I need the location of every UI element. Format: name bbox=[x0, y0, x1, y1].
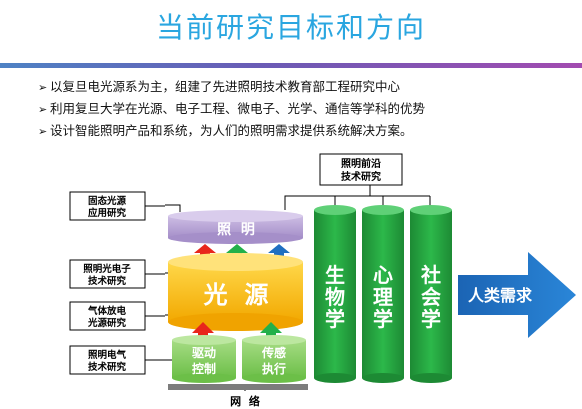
lighting-cylinder: 照 明 bbox=[168, 210, 303, 244]
frontier-research-box: 照明前沿 技术研究 bbox=[319, 153, 403, 186]
light-source-cylinder: 光 源 bbox=[168, 253, 303, 331]
svg-text:驱动: 驱动 bbox=[192, 346, 216, 360]
bullet-item: ➢利用复旦大学在光源、电子工程、微电子、光学、通信等学科的优势 bbox=[38, 98, 578, 120]
svg-text:技术研究: 技术研究 bbox=[88, 275, 127, 287]
svg-text:学: 学 bbox=[373, 307, 393, 331]
svg-text:社: 社 bbox=[420, 263, 441, 287]
network-label: 网 络 bbox=[230, 394, 260, 408]
lighting-label: 照 明 bbox=[217, 222, 255, 238]
svg-text:生: 生 bbox=[325, 263, 345, 287]
bullet-list: ➢以复旦电光源系为主，组建了先进照明技术教育部工程研究中心 ➢利用复旦大学在光源… bbox=[38, 76, 578, 142]
svg-text:会: 会 bbox=[421, 285, 441, 309]
human-needs-label: 人类需求 bbox=[468, 286, 533, 305]
right-arrow-icon bbox=[458, 252, 576, 338]
svg-text:心: 心 bbox=[373, 263, 393, 287]
page-title: 当前研究目标和方向 bbox=[155, 11, 426, 44]
left-box-gas-discharge: 气体放电 光源研究 bbox=[69, 301, 146, 331]
svg-text:理: 理 bbox=[373, 285, 393, 309]
pillar-psychology: 心 理 学 bbox=[362, 205, 404, 383]
green-up-arrow-icon bbox=[260, 322, 282, 342]
left-box-electrical: 照明电气 技术研究 bbox=[69, 345, 146, 375]
drive-control-cylinder: 驱动 控制 bbox=[172, 335, 236, 383]
svg-text:应用研究: 应用研究 bbox=[88, 207, 127, 219]
svg-text:气体放电: 气体放电 bbox=[87, 305, 127, 317]
left-box-links bbox=[145, 205, 165, 361]
svg-text:物: 物 bbox=[325, 285, 345, 309]
bullet-marker-icon: ➢ bbox=[38, 81, 48, 94]
upper-arrows bbox=[194, 244, 290, 262]
svg-text:固态光源: 固态光源 bbox=[88, 195, 127, 207]
sensing-execution-cylinder: 传感 执行 bbox=[242, 335, 306, 383]
svg-text:学: 学 bbox=[325, 307, 345, 331]
human-needs-arrow: 人类需求 bbox=[458, 252, 576, 338]
green-arrow-icon bbox=[226, 244, 248, 262]
bullet-marker-icon: ➢ bbox=[38, 103, 48, 116]
svg-text:技术研究: 技术研究 bbox=[88, 361, 127, 373]
red-arrow-icon bbox=[194, 244, 216, 262]
frontier-label-2: 技术研究 bbox=[341, 170, 381, 183]
blue-arrow-icon bbox=[268, 244, 290, 262]
bullet-item: ➢设计智能照明产品和系统，为人们的照明需求提供系统解决方案。 bbox=[38, 120, 578, 142]
svg-text:控制: 控制 bbox=[192, 361, 216, 376]
frontier-label-1: 照明前沿 bbox=[341, 157, 381, 170]
lower-arrows bbox=[192, 322, 282, 342]
svg-text:光源研究: 光源研究 bbox=[87, 317, 127, 329]
light-source-label: 光 源 bbox=[203, 281, 269, 309]
bullet-marker-icon: ➢ bbox=[38, 125, 48, 138]
svg-text:执行: 执行 bbox=[262, 361, 286, 376]
title-divider bbox=[0, 63, 582, 68]
left-box-optoelectronics: 照明光电子 技术研究 bbox=[69, 259, 146, 289]
network-base: 网 络 bbox=[168, 384, 308, 408]
bullet-item: ➢以复旦电光源系为主，组建了先进照明技术教育部工程研究中心 bbox=[38, 76, 578, 98]
svg-text:学: 学 bbox=[421, 307, 441, 331]
pillar-sociology: 社 会 学 bbox=[410, 205, 452, 383]
svg-text:照明光电子: 照明光电子 bbox=[83, 263, 131, 275]
pillar-biology: 生 物 学 bbox=[314, 205, 356, 383]
svg-text:传感: 传感 bbox=[261, 345, 286, 360]
red-up-arrow-icon bbox=[192, 322, 214, 342]
svg-text:照明电气: 照明电气 bbox=[88, 349, 127, 361]
left-box-solid-state: 固态光源 应用研究 bbox=[69, 191, 146, 221]
